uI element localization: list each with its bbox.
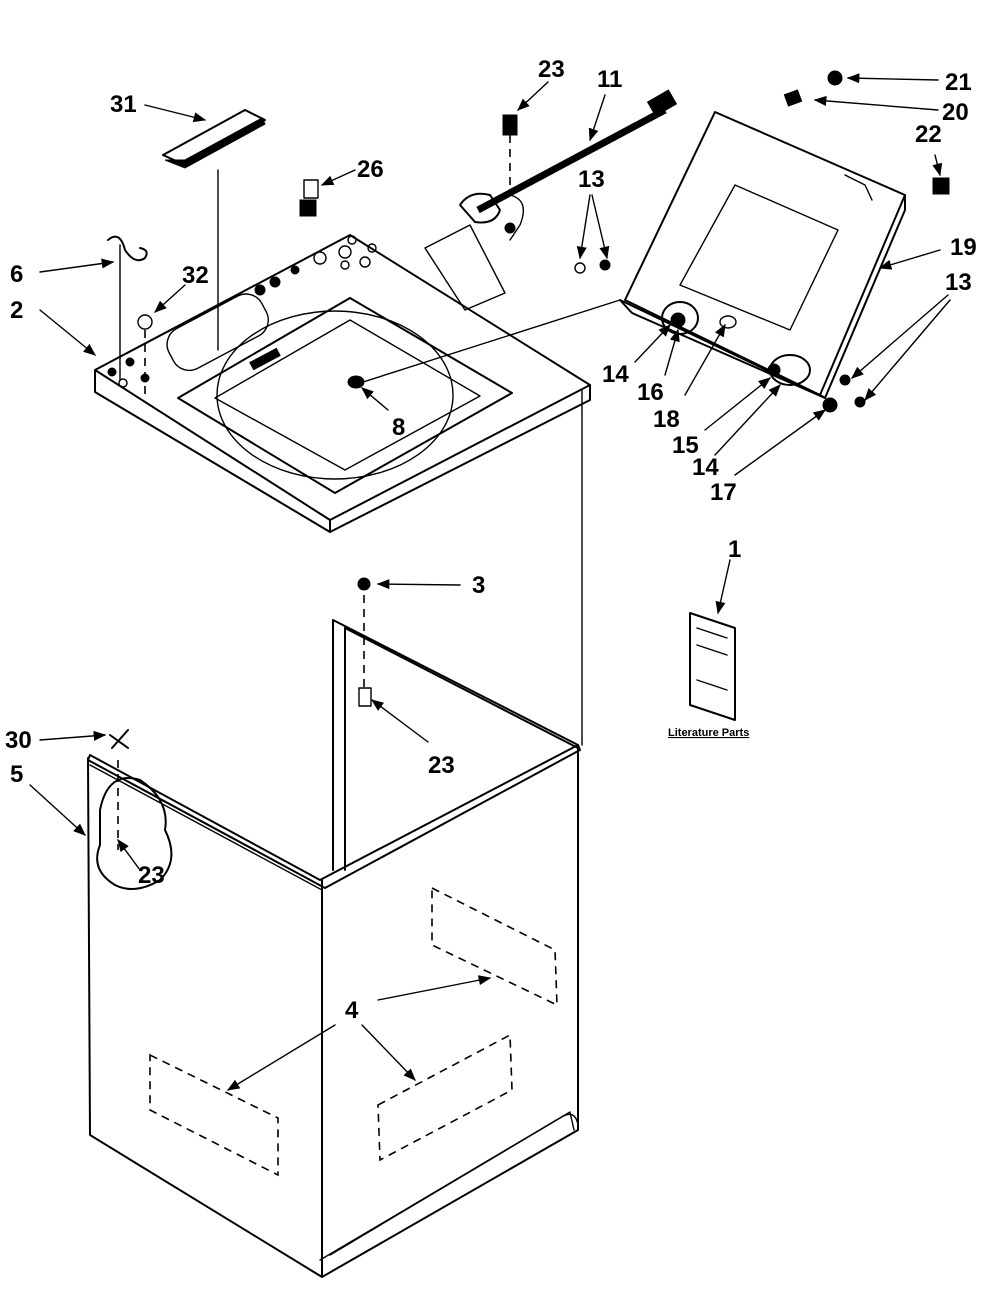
dispenser-lid-part [162,109,266,351]
callout-30: 30 [5,727,32,754]
wire-harness-part [459,89,678,241]
callout-13-right: 13 [945,269,972,296]
callout-19: 19 [950,234,977,261]
callout-5: 5 [10,761,23,788]
callout-20: 20 [942,99,969,126]
lid-assembly [359,70,950,413]
callout-8: 8 [392,414,405,441]
callout-4: 4 [345,997,359,1024]
console-knobs [254,235,377,296]
spring-part [107,235,148,381]
callout-labels: 31 26 6 2 32 23 11 13 8 14 16 18 15 14 1… [5,56,977,1024]
callout-11: 11 [597,66,622,93]
callout-18: 18 [653,406,680,433]
callout-23-mid: 23 [428,752,455,779]
callout-15: 15 [672,432,699,459]
callout-16: 16 [637,379,664,406]
leader-lines [29,73,951,1091]
callout-21: 21 [945,69,972,96]
callout-13-left: 13 [578,166,605,193]
clip-part [299,179,319,217]
callout-14-right: 14 [692,454,719,481]
literature-part [689,612,736,721]
callout-3: 3 [472,572,485,599]
callout-23-top: 23 [538,56,565,83]
callout-2: 2 [10,297,23,324]
literature-label: Literature Parts [668,727,749,739]
washer-top-panel [94,234,591,533]
callout-31: 31 [110,91,137,118]
callout-22: 22 [915,121,942,148]
callout-1: 1 [728,536,741,563]
callout-23-cutaway: 23 [138,862,165,889]
callout-17: 17 [710,479,737,506]
callout-14-left: 14 [602,361,629,388]
callout-6: 6 [10,261,23,288]
cabinet [87,389,583,1278]
callout-32: 32 [182,262,209,289]
callout-26: 26 [357,156,384,183]
fastener-32 [137,314,153,330]
